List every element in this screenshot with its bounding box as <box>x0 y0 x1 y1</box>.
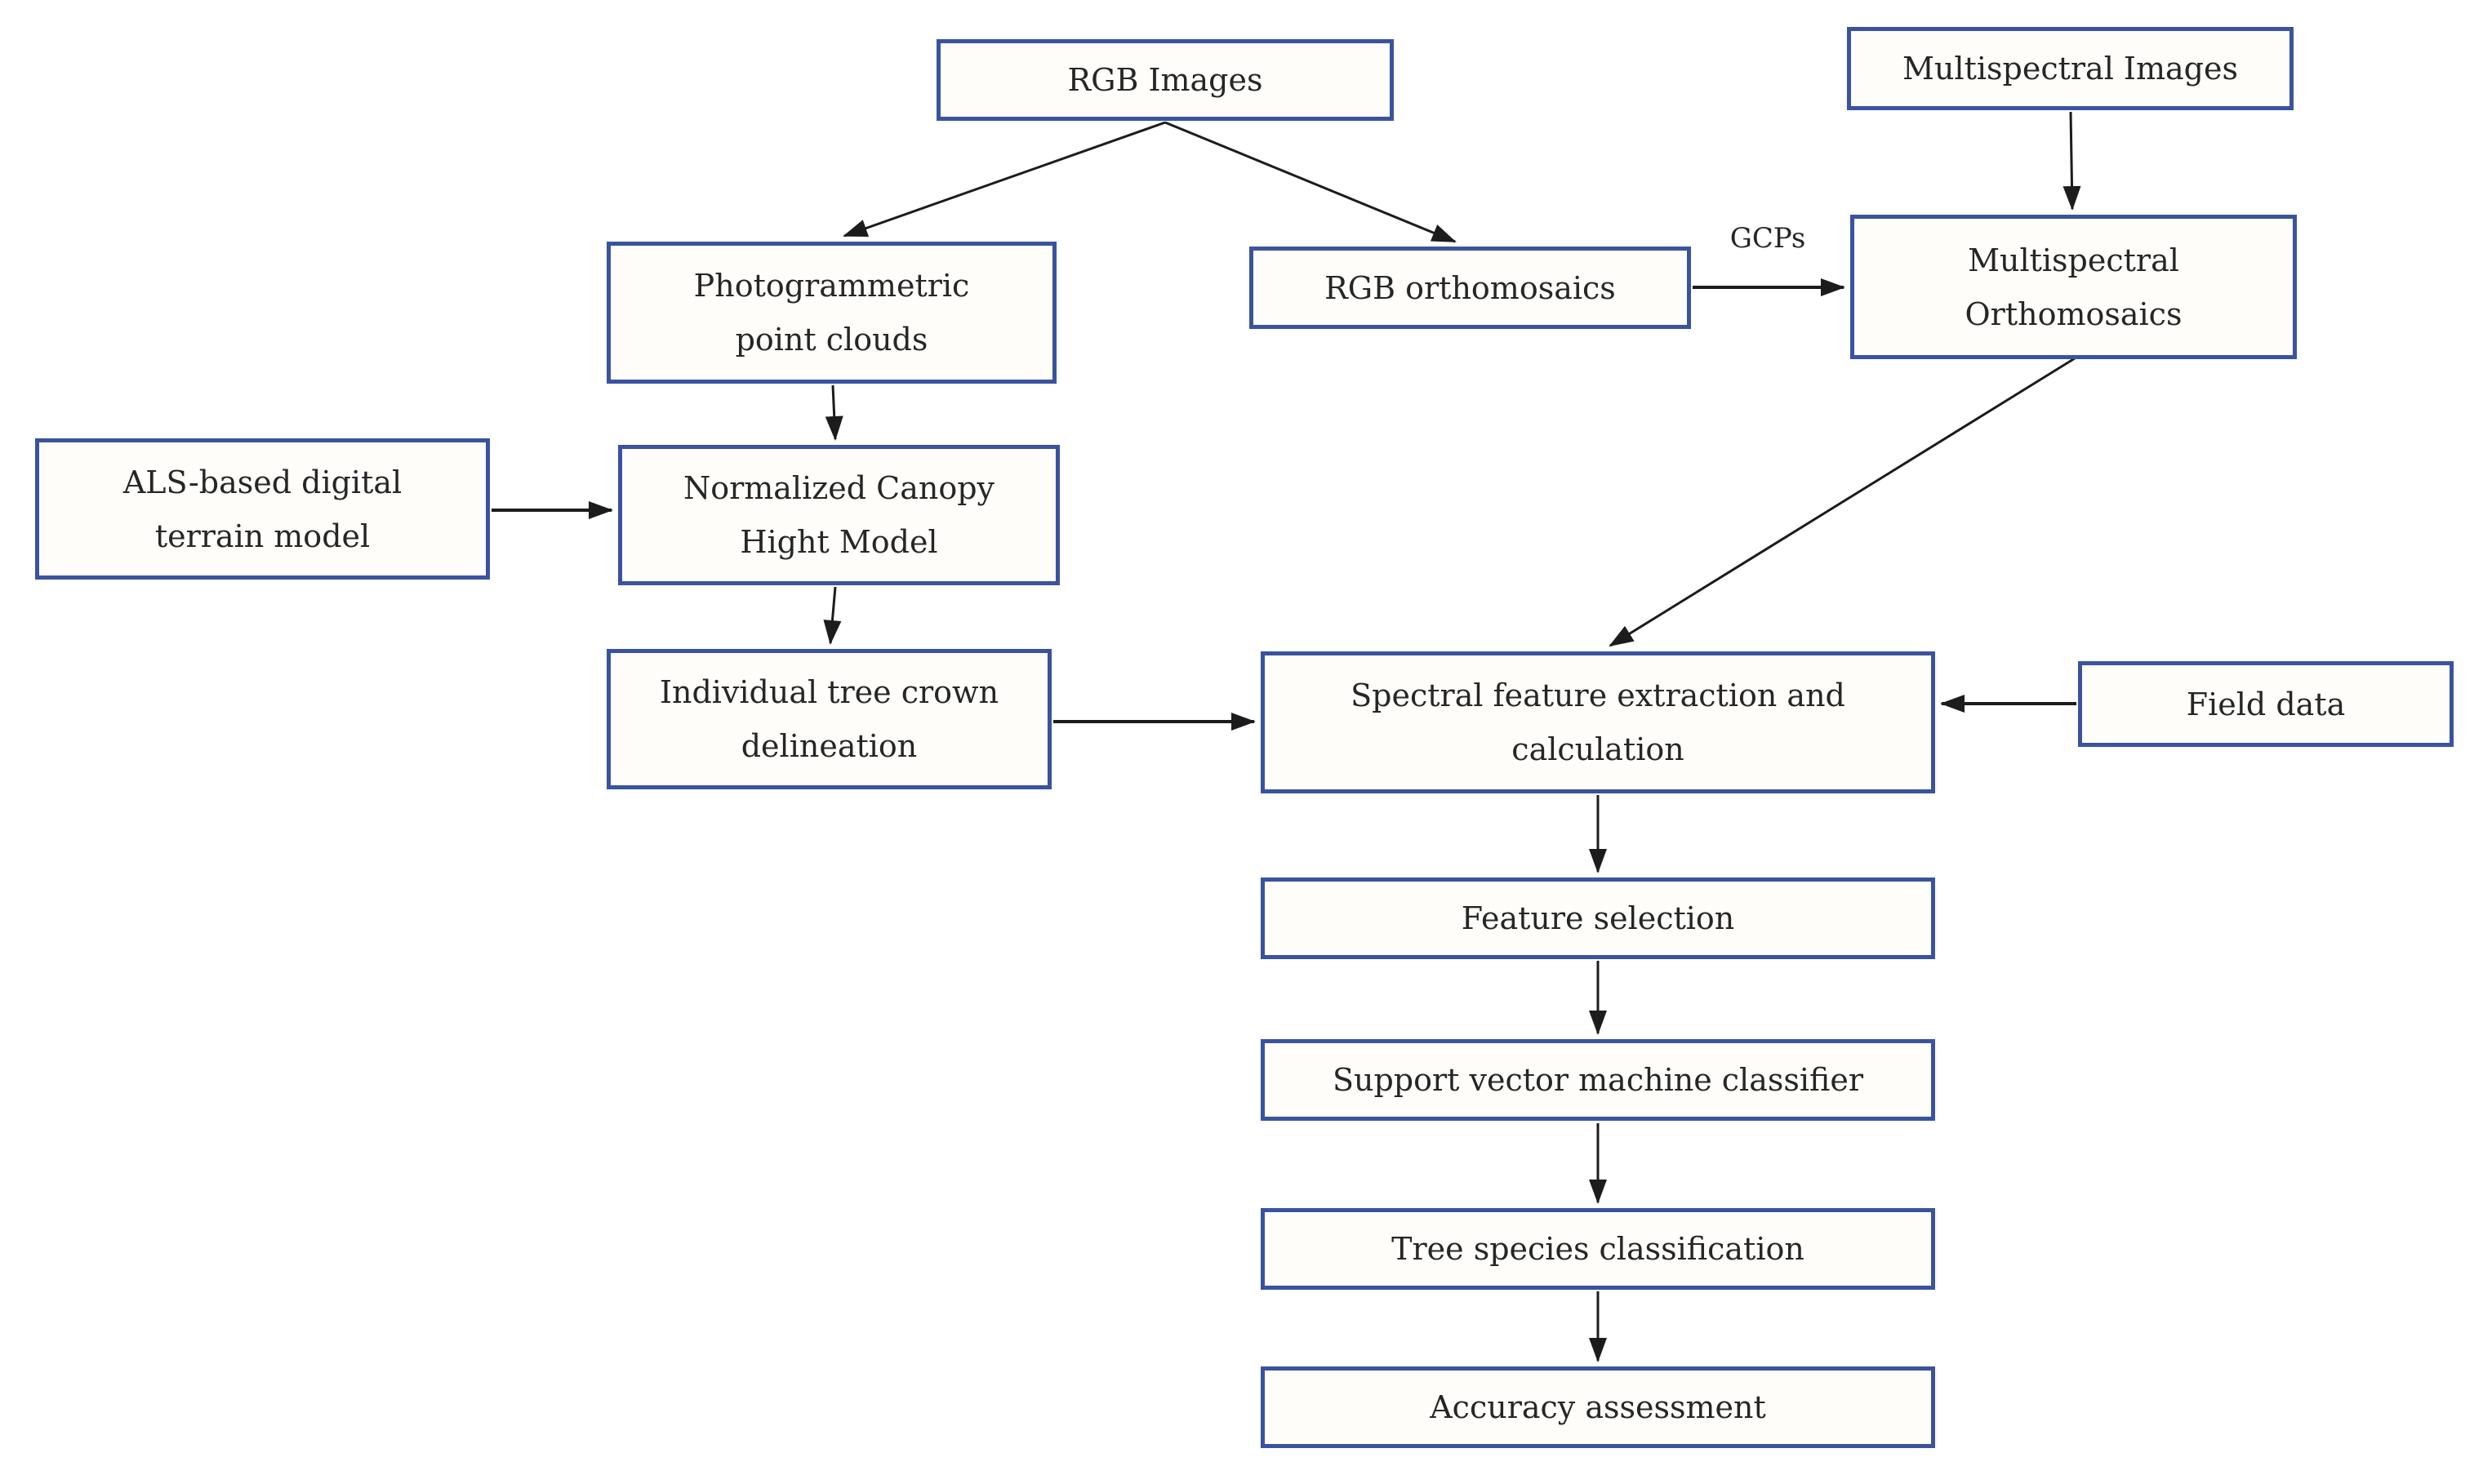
node-field-data: Field data <box>2078 661 2454 747</box>
arrow-multispectral-images-to-multispectral-orthomosaics <box>2062 111 2081 211</box>
arrow-rgb-images-to-rgb-orthomosaics <box>1164 121 1457 243</box>
node-normalized-canopy-height-model: Normalized Canopy Hight Model <box>618 445 1060 585</box>
arrow-normalized-canopy-height-model-to-individual-tree-crown-delineation <box>823 586 842 645</box>
node-als-digital-terrain-model: ALS-based digital terrain model <box>35 438 490 580</box>
edge-label-gcps: GCPs <box>1729 222 1806 255</box>
node-multispectral-orthomosaics: Multispectral Orthomosaics <box>1850 215 2297 359</box>
arrow-rgb-images-to-photogrammetric-point-clouds <box>843 121 1166 238</box>
node-photogrammetric-point-clouds: Photogrammetric point clouds <box>607 242 1057 384</box>
node-tree-species-classification: Tree species classification <box>1261 1208 1935 1290</box>
node-feature-selection: Feature selection <box>1261 878 1935 959</box>
arrow-photogrammetric-point-clouds-to-normalized-canopy-height-model <box>825 384 843 441</box>
node-svm-classifier: Support vector machine classifier <box>1261 1039 1935 1121</box>
node-individual-tree-crown-delineation: Individual tree crown delineation <box>607 649 1052 789</box>
node-spectral-feature-extraction: Spectral feature extraction and calculat… <box>1261 651 1935 793</box>
node-rgb-orthomosaics: RGB orthomosaics <box>1249 247 1691 329</box>
node-rgb-images: RGB Images <box>937 39 1394 121</box>
node-multispectral-images: Multispectral Images <box>1847 27 2294 110</box>
node-accuracy-assessment: Accuracy assessment <box>1261 1366 1935 1448</box>
arrow-multispectral-orthomosaics-to-spectral-feature-extraction <box>1609 357 2076 647</box>
